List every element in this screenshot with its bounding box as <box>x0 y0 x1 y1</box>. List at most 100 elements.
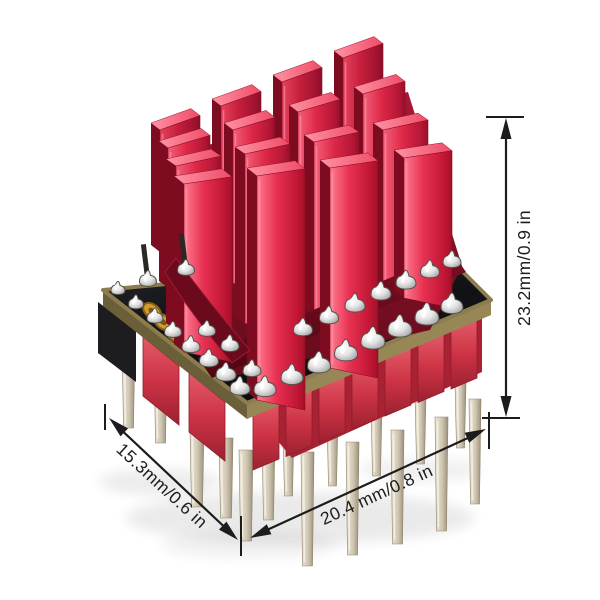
solder-highlight <box>168 325 173 333</box>
solder-highlight <box>375 285 381 295</box>
pin-highlight <box>456 386 460 445</box>
height-dimension-label: 23.2mm/0.9 in <box>514 210 534 326</box>
fin-side <box>304 135 314 316</box>
pin-highlight <box>436 420 440 528</box>
solder-drop <box>138 269 158 287</box>
solder-joint <box>229 375 251 396</box>
pin-header-block <box>142 336 180 426</box>
solder-highlight <box>393 319 400 331</box>
solder-joint <box>318 305 340 325</box>
solder-highlight <box>446 297 452 308</box>
dimension-arrowhead <box>250 524 272 538</box>
header-pin <box>414 393 427 465</box>
fin-side <box>320 160 330 368</box>
solder-joint <box>146 307 164 324</box>
solder-drop <box>344 292 366 313</box>
solder-highlight <box>313 356 319 367</box>
dimension-arrowhead <box>464 429 486 443</box>
pin-highlight <box>191 433 195 504</box>
solder-highlight <box>202 324 207 332</box>
pin-highlight <box>240 453 244 538</box>
solder-drop <box>395 269 417 290</box>
fin-side <box>394 150 404 298</box>
solder-highlight <box>447 254 452 263</box>
dimension-arrowhead <box>500 118 512 139</box>
solder-highlight <box>181 263 186 271</box>
dimension-arrowhead <box>218 521 238 540</box>
shadow-blob <box>358 458 482 482</box>
pcb-edge-left <box>103 290 247 419</box>
solder-drop <box>419 259 441 279</box>
solder-joint <box>110 280 126 296</box>
solder-joint <box>414 302 440 326</box>
solder-highlight <box>204 353 209 362</box>
solder-joint <box>163 320 183 338</box>
solder-highlight <box>366 331 373 343</box>
pin-highlight <box>347 445 351 552</box>
solder-drop <box>229 375 251 396</box>
solder-drop <box>163 320 183 338</box>
solder-joint <box>370 280 392 301</box>
shadow-blob <box>125 492 475 544</box>
solder-joint <box>138 269 158 287</box>
solder-joint <box>419 259 441 279</box>
fin-side <box>247 168 257 400</box>
solder-drop <box>176 258 196 276</box>
solder-joint <box>333 338 359 362</box>
solder-highlight <box>400 274 406 284</box>
solder-drop <box>360 326 386 350</box>
solder-drop <box>387 314 413 338</box>
pin-header-black <box>98 302 136 382</box>
solder-joint <box>127 294 145 310</box>
dimension-arrowhead <box>500 396 512 417</box>
pin-highlight <box>470 402 474 501</box>
fin-face <box>256 168 306 411</box>
solder-highlight <box>225 338 230 347</box>
solder-joint <box>198 348 220 368</box>
pin-headers <box>98 302 482 471</box>
solder-drop <box>127 294 145 310</box>
solder-highlight <box>298 322 303 331</box>
solder-drop <box>253 375 277 398</box>
solder-highlight <box>324 310 329 319</box>
heatsink-fin <box>246 160 306 411</box>
header-pin <box>454 382 467 449</box>
solder-drop <box>318 305 340 325</box>
solder-joint <box>395 269 417 290</box>
solder-joint <box>253 375 277 398</box>
solder-joint <box>280 363 304 386</box>
solder-drop <box>333 338 359 362</box>
solder-drop <box>215 361 237 382</box>
fin-side <box>151 123 160 252</box>
solder-joint <box>440 292 464 315</box>
pin-header-block <box>188 372 226 462</box>
solder-highlight <box>132 298 136 305</box>
solder-joints <box>110 232 464 398</box>
solder-joint <box>292 317 314 337</box>
solder-drop <box>442 250 462 269</box>
solder-joint <box>442 250 462 269</box>
solder-highlight <box>286 368 292 379</box>
solder-highlight <box>220 366 226 376</box>
shadow-blob <box>160 531 340 559</box>
pin-highlight <box>416 397 420 461</box>
solder-drop <box>440 292 464 315</box>
solder-joint <box>306 350 332 374</box>
solder-joint <box>220 334 240 353</box>
pin-highlight <box>392 433 396 541</box>
solder-joint <box>176 258 196 276</box>
solder-highlight <box>234 380 240 390</box>
solder-highlight <box>425 264 430 273</box>
solder-drop <box>220 334 240 353</box>
solder-drop <box>280 363 304 386</box>
solder-joint <box>242 359 262 378</box>
solder-highlight <box>349 297 355 307</box>
solder-joint <box>197 319 217 337</box>
solder-drop <box>242 359 262 378</box>
solder-joint <box>215 361 237 382</box>
solder-joint <box>387 314 413 338</box>
solder-drop <box>306 350 332 374</box>
fin-side <box>159 141 168 288</box>
solder-joint <box>360 326 386 350</box>
